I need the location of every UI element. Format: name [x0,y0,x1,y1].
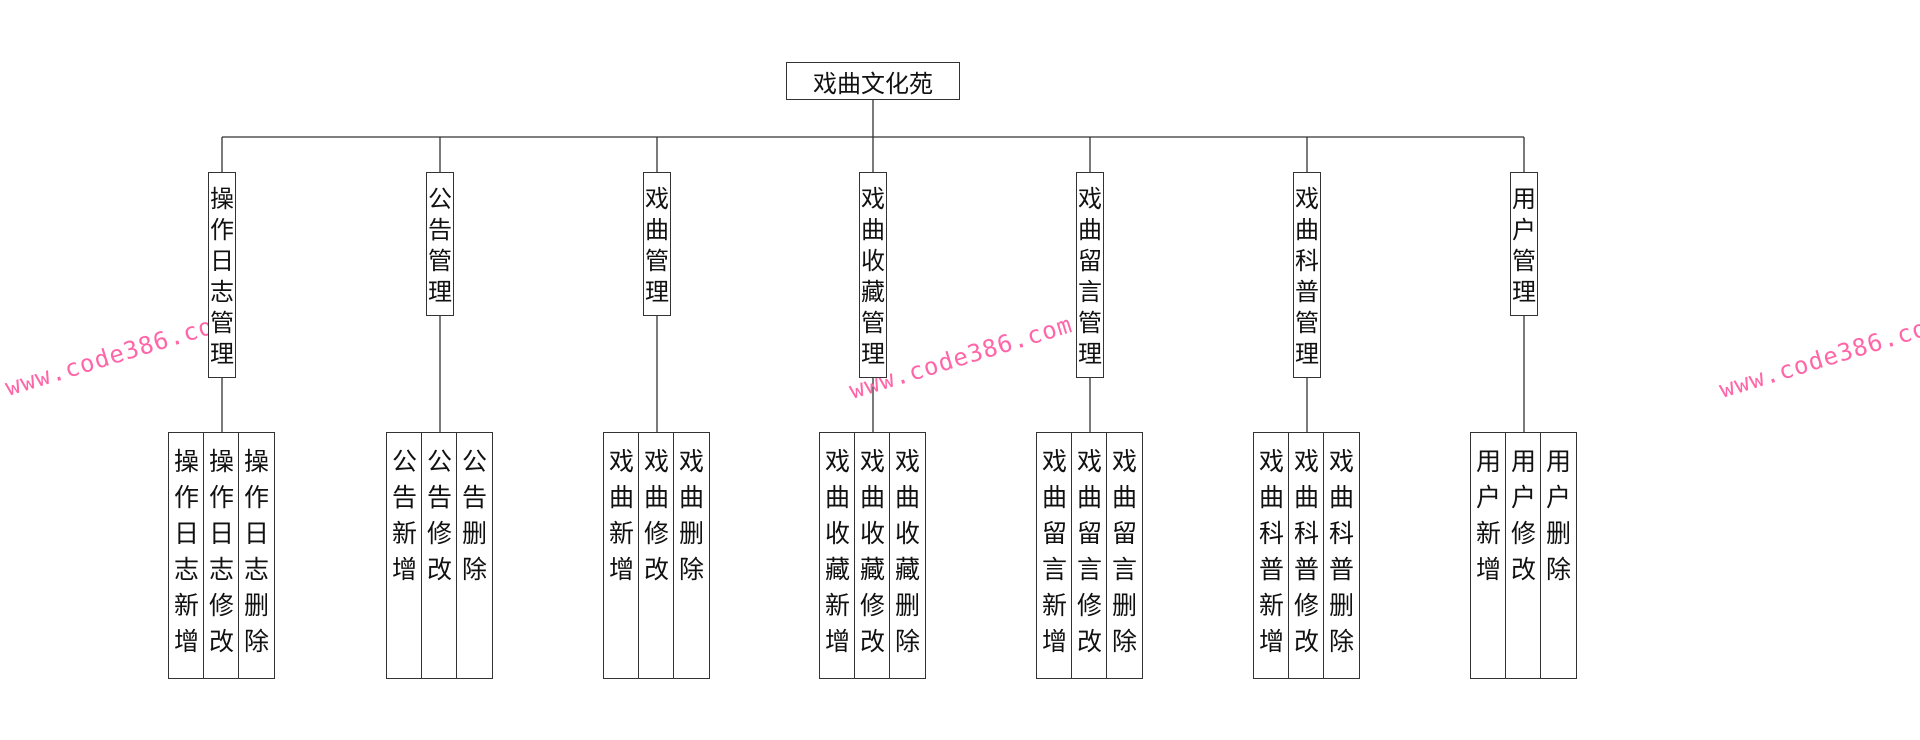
module-label: 用户管理 [1512,185,1536,306]
root-node: 戏曲文化苑 [786,62,960,100]
leaf-node: 戏曲删除 [673,432,710,679]
leaf-label: 操作日志修改 [208,447,234,656]
leaf-node: 戏曲收藏删除 [889,432,926,679]
leaf-label: 戏曲科普修改 [1293,447,1319,656]
module-label: 公告管理 [428,185,452,306]
leaf-label: 戏曲留言修改 [1076,447,1102,656]
leaf-label: 戏曲修改 [643,447,669,584]
leaf-node: 用户修改 [1505,432,1542,679]
leaf-node: 操作日志修改 [203,432,240,679]
leaf-node: 用户新增 [1470,432,1507,679]
module-node-1: 操作日志管理 [208,172,236,378]
module-node-7: 用户管理 [1510,172,1538,316]
leaf-label: 戏曲删除 [678,447,704,584]
leaf-label: 用户删除 [1545,447,1571,584]
leaf-label: 公告修改 [426,447,452,584]
module-label: 戏曲科普管理 [1295,185,1319,368]
leaf-label: 戏曲新增 [608,447,634,584]
module-node-5: 戏曲留言管理 [1076,172,1104,378]
leaf-node: 戏曲收藏新增 [819,432,856,679]
leaf-node: 戏曲修改 [638,432,675,679]
leaf-node: 戏曲收藏修改 [854,432,891,679]
leaf-label: 戏曲收藏修改 [859,447,885,656]
module-node-3: 戏曲管理 [643,172,671,316]
leaf-label: 戏曲留言删除 [1111,447,1137,656]
module-node-4: 戏曲收藏管理 [859,172,887,378]
leaf-label: 戏曲收藏新增 [824,447,850,656]
leaf-label: 戏曲收藏删除 [894,447,920,656]
leaf-node: 戏曲科普新增 [1253,432,1290,679]
leaf-label: 戏曲科普新增 [1258,447,1284,656]
leaf-node: 戏曲科普删除 [1323,432,1360,679]
leaf-label: 操作日志新增 [173,447,199,656]
leaf-node: 公告新增 [386,432,423,679]
module-node-2: 公告管理 [426,172,454,316]
leaf-label: 公告新增 [391,447,417,584]
leaf-node: 操作日志删除 [238,432,275,679]
leaf-label: 公告删除 [461,447,487,584]
module-node-6: 戏曲科普管理 [1293,172,1321,378]
leaf-node: 戏曲留言新增 [1036,432,1073,679]
leaf-node: 公告删除 [456,432,493,679]
module-label: 戏曲管理 [645,185,669,306]
leaf-node: 戏曲留言删除 [1106,432,1143,679]
module-label: 操作日志管理 [210,185,234,368]
leaf-node: 戏曲新增 [603,432,640,679]
leaf-label: 操作日志删除 [243,447,269,656]
leaf-label: 戏曲科普删除 [1328,447,1354,656]
leaf-label: 戏曲留言新增 [1041,447,1067,656]
root-node-label: 戏曲文化苑 [813,69,933,98]
leaf-label: 用户新增 [1475,447,1501,584]
leaf-label: 用户修改 [1510,447,1536,584]
leaf-node: 用户删除 [1540,432,1577,679]
module-label: 戏曲留言管理 [1078,185,1102,368]
leaf-node: 操作日志新增 [168,432,205,679]
leaf-node: 戏曲留言修改 [1071,432,1108,679]
module-label: 戏曲收藏管理 [861,185,885,368]
leaf-node: 戏曲科普修改 [1288,432,1325,679]
leaf-node: 公告修改 [421,432,458,679]
